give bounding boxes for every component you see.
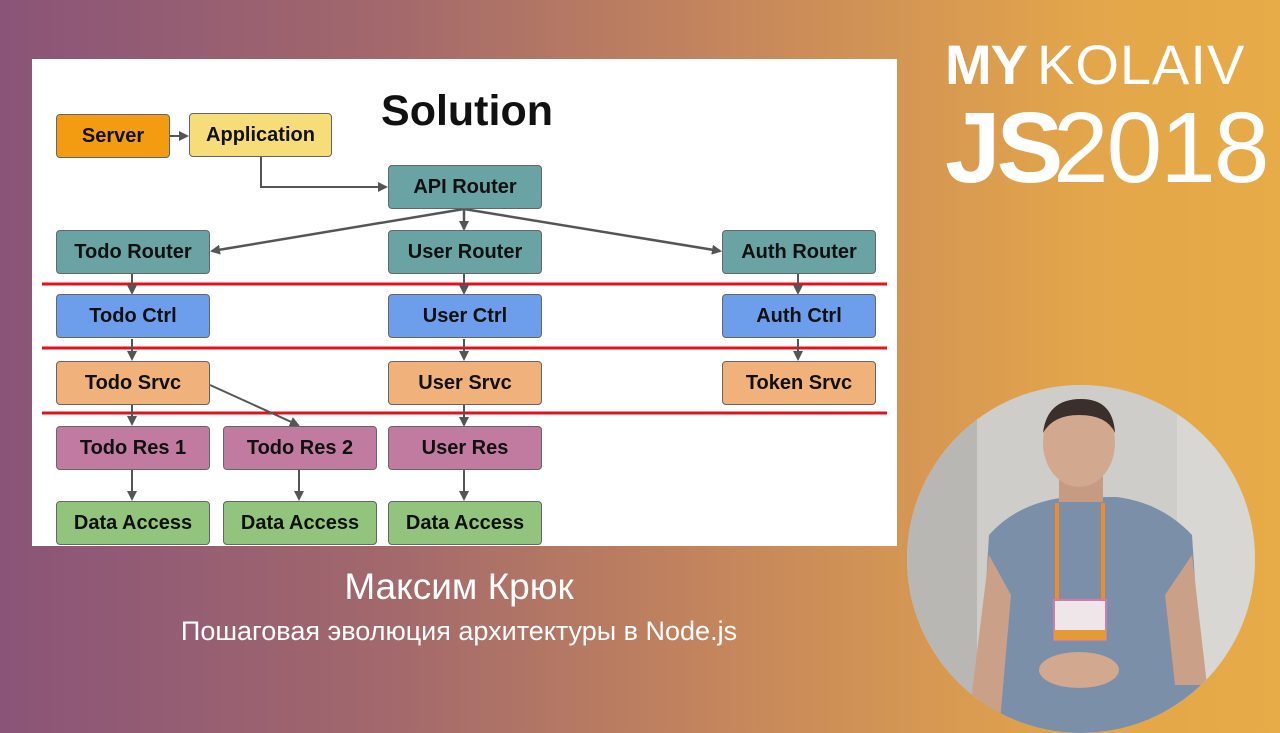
speaker-photo [907, 385, 1255, 733]
logo-year: 2018 [1053, 92, 1269, 204]
user-srvc-box: User Srvc [388, 361, 542, 405]
arrow-api-todo-router [210, 207, 465, 255]
logo-kolaiv: KOLAIV [1037, 33, 1246, 96]
todo-router-box: Todo Router [56, 230, 210, 274]
logo-my: MY [945, 33, 1028, 96]
todo-res-1-box: Todo Res 1 [56, 426, 210, 470]
slide: Solution Server Application API Router T… [32, 59, 897, 546]
conference-logo: MY KOLAIV JS 2018 [945, 30, 1269, 198]
user-router-box: User Router [388, 230, 542, 274]
slide-title: Solution [381, 87, 553, 135]
diagram-connectors [42, 131, 887, 501]
token-srvc-box: Token Srvc [722, 361, 876, 405]
speaker-name: Максим Крюк [344, 566, 574, 607]
api-router-box: API Router [388, 165, 542, 209]
arrow-application-api-router [260, 157, 388, 192]
data-access-box-2: Data Access [223, 501, 377, 545]
auth-ctrl-box: Auth Ctrl [722, 294, 876, 338]
speaker-video [907, 385, 1255, 733]
server-box: Server [56, 114, 170, 158]
arrow-api-auth-router [463, 207, 722, 255]
data-access-box-1: Data Access [56, 501, 210, 545]
auth-router-box: Auth Router [722, 230, 876, 274]
todo-srvc-box: Todo Srvc [56, 361, 210, 405]
todo-res-2-box: Todo Res 2 [223, 426, 377, 470]
user-res-box: User Res [388, 426, 542, 470]
user-ctrl-box: User Ctrl [388, 294, 542, 338]
arrow-todo-srvc-res2 [209, 384, 300, 427]
application-box: Application [189, 113, 332, 157]
todo-ctrl-box: Todo Ctrl [56, 294, 210, 338]
talk-title: Пошаговая эволюция архитектуры в Node.js [180, 616, 738, 646]
data-access-box-3: Data Access [388, 501, 542, 545]
logo-js: JS [945, 92, 1063, 204]
